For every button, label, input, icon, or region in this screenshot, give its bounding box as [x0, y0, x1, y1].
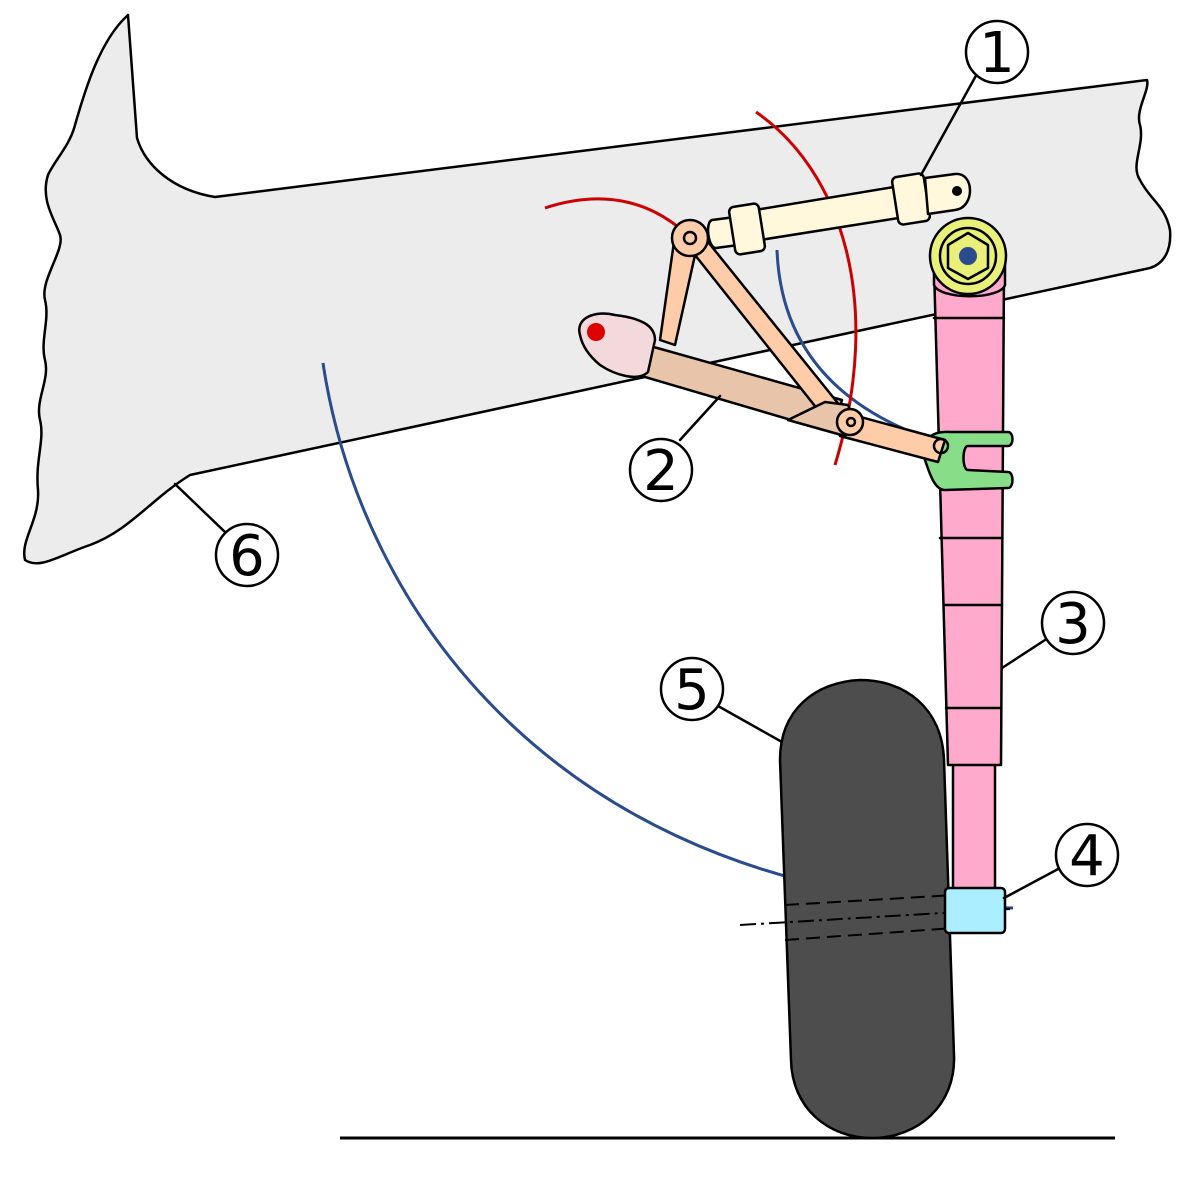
- trunnion-pin: [932, 437, 950, 455]
- callout-4-label: 4: [1069, 824, 1105, 889]
- callout-1-circle: [964, 19, 1030, 85]
- hub-line-upper: [784, 894, 956, 906]
- callout-4: 4: [1054, 822, 1120, 889]
- callout-2-circle: [628, 437, 694, 503]
- strut-pivot-ring: [938, 226, 998, 286]
- oleo-strut: [932, 266, 1006, 767]
- callout-1: 1: [964, 19, 1030, 86]
- actuator-gland: [727, 202, 767, 256]
- strut-piston: [951, 760, 997, 894]
- tire: [778, 678, 956, 1140]
- leader-line-5: [716, 704, 784, 744]
- callout-1-label: 1: [979, 21, 1015, 86]
- callout-3-circle: [1040, 590, 1106, 656]
- strut-pivot-nut: [946, 231, 990, 281]
- callout-2-label: 2: [643, 439, 679, 504]
- leader-line-3: [1000, 638, 1047, 670]
- upper-link-top-pivot: [670, 218, 710, 258]
- strut-pivot-bolt: [959, 247, 977, 265]
- wing-structure: [22, 13, 1172, 565]
- callout-6-label: 6: [229, 524, 265, 589]
- upper-link: [658, 230, 847, 427]
- actuator-end-eye: [923, 172, 972, 216]
- callout-6: 6: [214, 522, 280, 589]
- upper-link-top-pin: [682, 230, 698, 246]
- drag-brace-mount-pin: [587, 323, 605, 341]
- knee-joint-pivot: [835, 407, 865, 437]
- callout-3-label: 3: [1055, 592, 1091, 657]
- actuator-end-pin: [952, 186, 962, 196]
- leader-line-4: [1002, 866, 1062, 900]
- axle-collar: [943, 886, 1007, 935]
- leader-line-2: [678, 394, 722, 442]
- leader-line-1: [919, 70, 980, 177]
- hub-line-lower: [784, 927, 956, 941]
- callout-4-circle: [1054, 822, 1120, 888]
- callout-5-circle: [659, 656, 725, 722]
- actuator-swing-arc: [755, 110, 858, 466]
- leader-line-6: [173, 482, 227, 534]
- callout-3: 3: [1040, 590, 1106, 657]
- knee-joint-pin: [845, 416, 857, 428]
- callout-2: 2: [628, 437, 694, 504]
- callout-5-label: 5: [674, 658, 710, 723]
- callout-6-circle: [214, 522, 280, 588]
- callout-5: 5: [659, 656, 725, 723]
